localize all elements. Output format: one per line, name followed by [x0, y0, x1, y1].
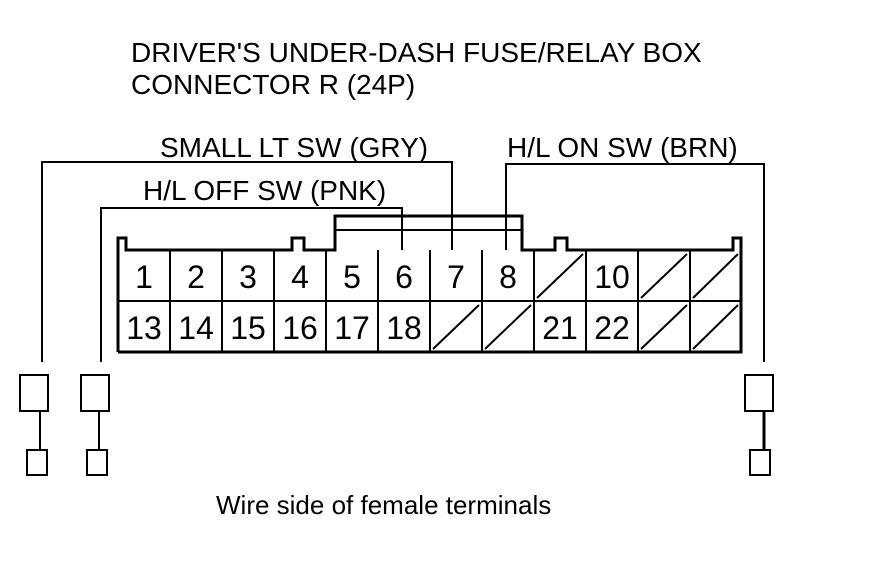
pin-row-2: 13 14 15 16 17 18 21 22 — [126, 310, 630, 346]
leader-small-lt-sw — [41, 161, 453, 362]
connector-housing — [116, 214, 743, 354]
empty-cavity-slash — [640, 253, 688, 299]
connector-body — [116, 214, 743, 354]
diagram-title-line1: DRIVER'S UNDER-DASH FUSE/RELAY BOX — [131, 37, 702, 68]
probe-tip — [744, 374, 774, 412]
pin-number: 16 — [282, 310, 318, 346]
empty-cavity-slash — [692, 253, 739, 299]
pin-number: 5 — [343, 259, 361, 295]
empty-cavity-slash — [536, 253, 584, 299]
callout-hl-on-sw: H/L ON SW (BRN) — [507, 132, 738, 163]
pin-number: 7 — [447, 259, 465, 295]
pin-number: 15 — [230, 310, 266, 346]
callout-hl-off-sw: H/L OFF SW (PNK) — [143, 175, 386, 206]
caption: Wire side of female terminals — [216, 490, 551, 520]
pin-number: 6 — [395, 259, 413, 295]
pin-number: 3 — [239, 259, 257, 295]
pin-number: 1 — [135, 259, 153, 295]
pin-number: 8 — [499, 259, 517, 295]
pin-number: 14 — [178, 310, 214, 346]
callout-small-lt-sw: SMALL LT SW (GRY) — [160, 132, 428, 163]
probe-tip — [80, 374, 110, 412]
probe-right — [744, 374, 774, 476]
probe-plug — [749, 449, 771, 476]
pin-number: 21 — [542, 310, 578, 346]
pin-number: 13 — [126, 310, 162, 346]
empty-cavity-slashes — [432, 253, 739, 350]
pin-number: 18 — [386, 310, 422, 346]
empty-cavity-slash — [432, 304, 480, 350]
leader-hl-on-sw — [505, 163, 765, 362]
empty-cavity-slash — [484, 304, 532, 350]
probe-plug — [26, 449, 48, 476]
probe-middle — [80, 374, 110, 476]
pin-row-1: 1 2 3 4 5 6 7 8 10 — [135, 259, 630, 295]
probe-tip — [19, 374, 49, 412]
pin-number: 10 — [594, 259, 630, 295]
pin-number: 4 — [291, 259, 309, 295]
probe-left — [19, 374, 49, 476]
pin-number: 22 — [594, 310, 630, 346]
empty-cavity-slash — [640, 304, 688, 350]
pin-number: 17 — [334, 310, 370, 346]
empty-cavity-slash — [692, 304, 739, 350]
probe-plug — [86, 449, 108, 476]
pin-number: 2 — [187, 259, 205, 295]
diagram-title-line2: CONNECTOR R (24P) — [131, 69, 415, 100]
